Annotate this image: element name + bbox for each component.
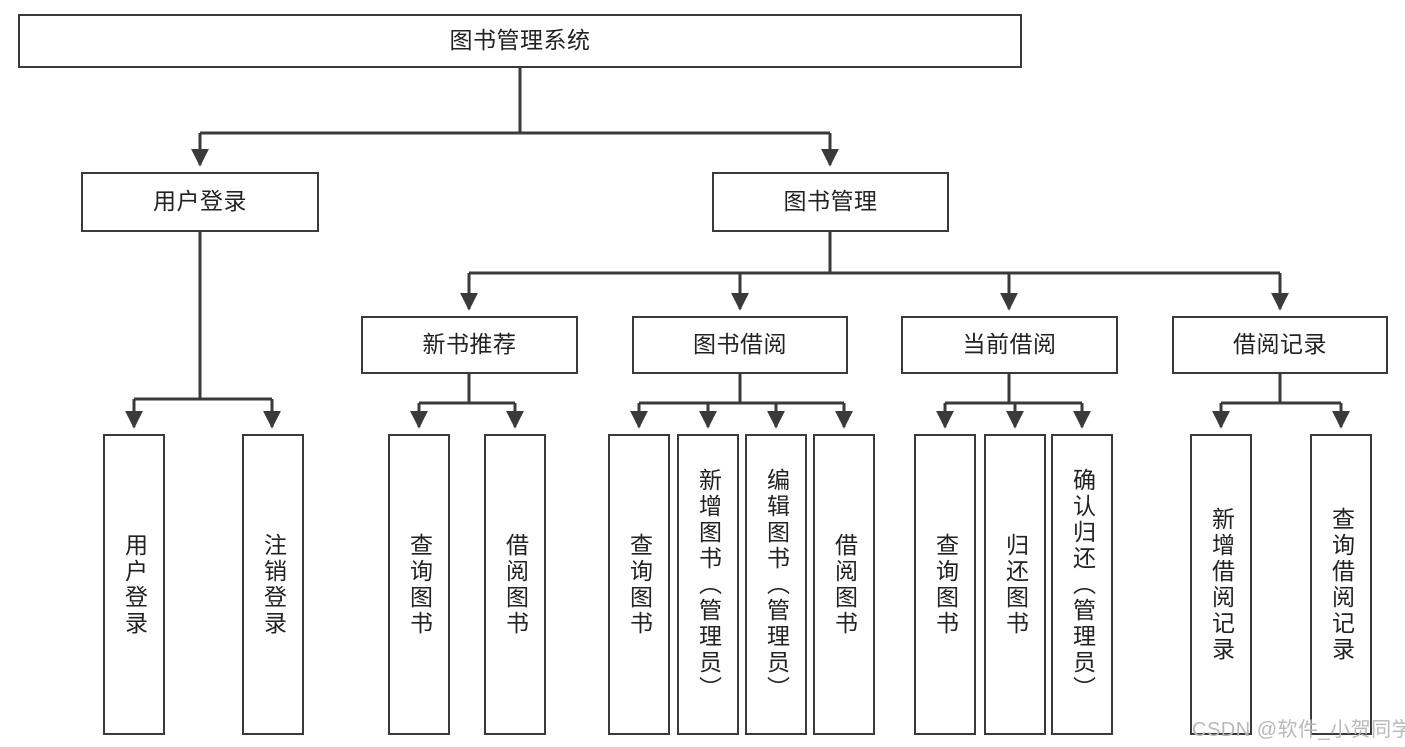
node-user-login[interactable]: 用户登录	[81, 172, 319, 232]
node-user-login-label: 用户登录	[153, 188, 247, 215]
node-borrow-record[interactable]: 借阅记录	[1172, 316, 1388, 374]
node-current-borrow[interactable]: 当前借阅	[901, 316, 1118, 374]
leaf-query-book-1-label: 查询图书	[406, 532, 433, 637]
leaf-query-book-3[interactable]: 查询图书	[914, 434, 976, 735]
leaf-add-record[interactable]: 新增借阅记录	[1190, 434, 1252, 735]
leaf-query-book-2[interactable]: 查询图书	[608, 434, 670, 735]
leaf-add-record-label: 新增借阅记录	[1208, 506, 1235, 663]
leaf-user-logout-label: 注销登录	[260, 532, 287, 637]
leaf-borrow-book-1-label: 借阅图书	[502, 532, 529, 637]
leaf-query-book-1[interactable]: 查询图书	[388, 434, 450, 735]
node-current-borrow-label: 当前借阅	[962, 331, 1057, 358]
leaf-query-book-2-label: 查询图书	[626, 532, 653, 637]
leaf-return-book[interactable]: 归还图书	[984, 434, 1046, 735]
leaf-user-login-label: 用户登录	[121, 532, 148, 637]
leaf-query-book-3-label: 查询图书	[932, 532, 959, 637]
node-root[interactable]: 图书管理系统	[18, 14, 1022, 68]
leaf-return-book-label: 归还图书	[1002, 532, 1029, 637]
node-book-management-label: 图书管理	[783, 188, 878, 215]
leaf-query-record-label: 查询借阅记录	[1328, 506, 1355, 663]
leaf-borrow-book-1[interactable]: 借阅图书	[484, 434, 546, 735]
leaf-query-record[interactable]: 查询借阅记录	[1310, 434, 1372, 735]
leaf-borrow-book-2-label: 借阅图书	[831, 532, 858, 637]
leaf-add-book[interactable]: 新增图书（管理员）	[677, 434, 739, 735]
node-new-book-rec[interactable]: 新书推荐	[361, 316, 578, 374]
leaf-confirm-return-label: 确认归还（管理员）	[1069, 467, 1096, 702]
leaf-borrow-book-2[interactable]: 借阅图书	[813, 434, 875, 735]
leaf-edit-book[interactable]: 编辑图书（管理员）	[745, 434, 807, 735]
leaf-user-logout[interactable]: 注销登录	[242, 434, 304, 735]
node-book-borrow[interactable]: 图书借阅	[632, 316, 848, 374]
leaf-user-login[interactable]: 用户登录	[103, 434, 165, 735]
node-book-management[interactable]: 图书管理	[712, 172, 949, 232]
leaf-edit-book-label: 编辑图书（管理员）	[763, 467, 790, 702]
node-root-label: 图书管理系统	[449, 27, 591, 54]
leaf-add-book-label: 新增图书（管理员）	[695, 467, 722, 702]
node-borrow-record-label: 借阅记录	[1233, 331, 1327, 358]
node-book-borrow-label: 图书借阅	[693, 331, 787, 358]
node-new-book-rec-label: 新书推荐	[422, 331, 517, 358]
leaf-confirm-return[interactable]: 确认归还（管理员）	[1051, 434, 1113, 735]
